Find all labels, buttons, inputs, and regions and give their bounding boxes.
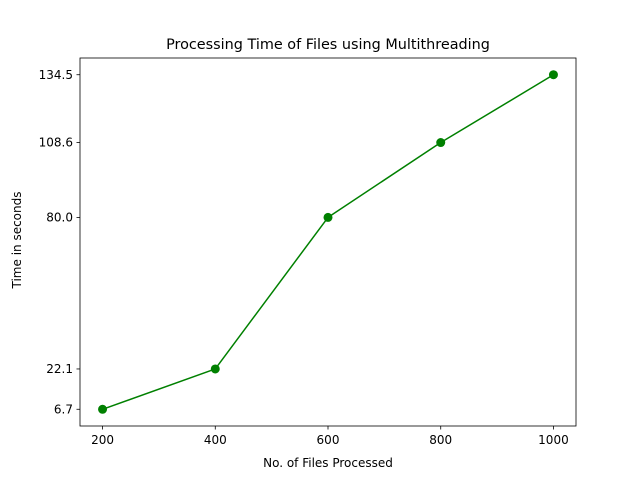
y-tick-label: 80.0 (46, 211, 73, 225)
data-point (323, 212, 333, 222)
x-tick-label: 800 (429, 433, 452, 447)
x-tick-label: 200 (91, 433, 114, 447)
data-point (210, 364, 220, 374)
y-axis-label: Time in seconds (10, 192, 24, 290)
x-tick-label: 600 (317, 433, 340, 447)
data-point (548, 70, 558, 80)
y-tick-label: 108.6 (39, 136, 73, 150)
chart-title: Processing Time of Files using Multithre… (166, 37, 490, 53)
data-point (98, 404, 108, 414)
x-tick-label: 1000 (538, 433, 569, 447)
y-tick-label: 6.7 (54, 402, 73, 416)
x-tick-label: 400 (204, 433, 227, 447)
plot-area: 200 400 600 800 1000 6.7 22.1 80.0 108.6 134.5 (39, 57, 577, 447)
y-tick-label: 22.1 (46, 362, 73, 376)
data-point (436, 138, 446, 148)
x-axis-label: No. of Files Processed (263, 456, 393, 470)
y-tick-label: 134.5 (39, 68, 73, 82)
